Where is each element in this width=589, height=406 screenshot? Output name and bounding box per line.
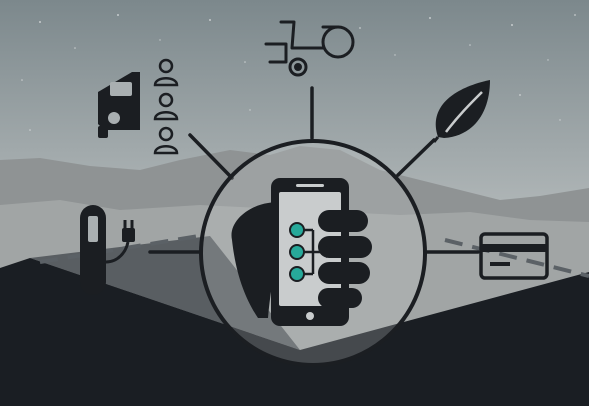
route-node-3 bbox=[290, 267, 304, 281]
route-node-1 bbox=[290, 223, 304, 237]
route-node-2 bbox=[290, 245, 304, 259]
